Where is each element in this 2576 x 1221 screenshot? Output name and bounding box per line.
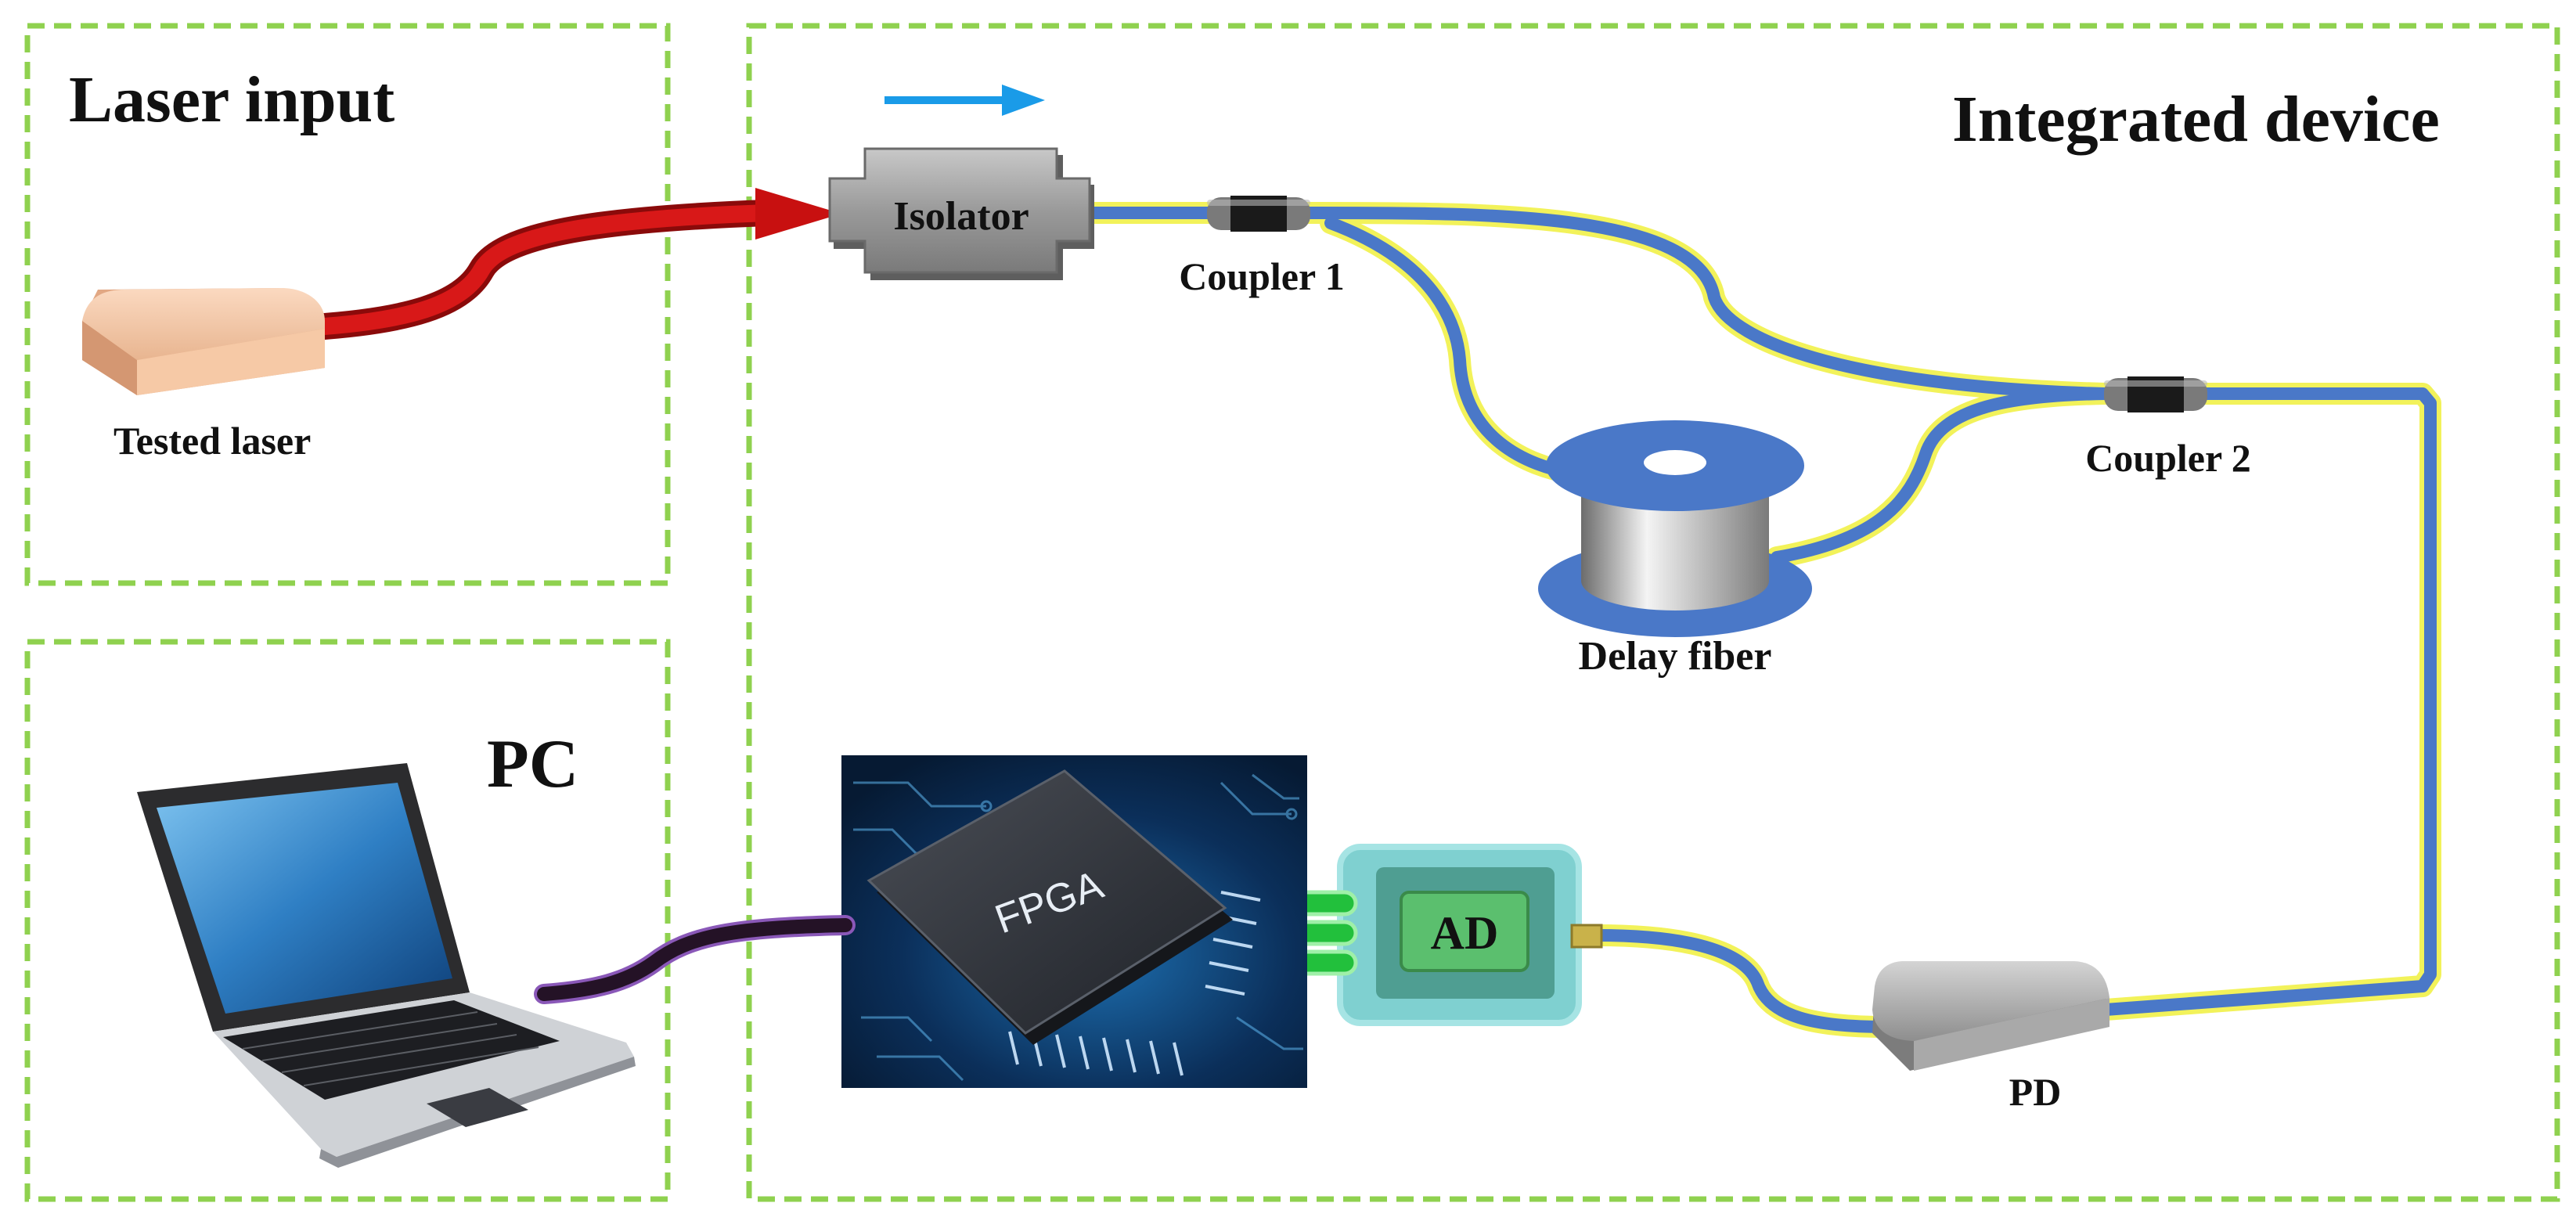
isolator-label: Isolator xyxy=(893,194,1029,239)
fpga-board[interactable]: FPGA xyxy=(841,755,1307,1088)
ad-label: AD xyxy=(1431,907,1499,959)
laser-input-frame xyxy=(24,23,671,586)
integrated-device-title: Integrated device xyxy=(1952,83,2440,156)
tested-laser xyxy=(82,288,325,395)
pd-label: PD xyxy=(2009,1070,2062,1114)
fiber-network xyxy=(1081,201,2441,1038)
pc-title: PC xyxy=(487,726,578,802)
coupler-2[interactable] xyxy=(2104,376,2207,412)
tested-laser-label: Tested laser xyxy=(113,419,311,463)
laptop-icon[interactable] xyxy=(137,763,636,1168)
data-cable-core xyxy=(537,918,852,1001)
laser-input-title: Laser input xyxy=(69,63,395,136)
fpga-chip-icon: FPGA xyxy=(866,769,1261,1076)
isolator[interactable]: Isolator xyxy=(828,147,1094,280)
delay-fiber-label: Delay fiber xyxy=(1579,634,1772,679)
laser-beam xyxy=(300,188,841,340)
coupler-1-label: Coupler 1 xyxy=(1179,254,1345,298)
coupler-2-label: Coupler 2 xyxy=(2085,436,2251,480)
coupler-1[interactable] xyxy=(1207,196,1310,232)
photodetector[interactable] xyxy=(1872,961,2109,1071)
fiber-spool-icon xyxy=(1538,420,1812,637)
direction-arrow-icon xyxy=(884,85,1045,116)
ad-converter[interactable]: AD xyxy=(1281,844,1603,1026)
pc-frame xyxy=(24,639,671,1202)
integrated-device-frame xyxy=(746,23,2560,1202)
